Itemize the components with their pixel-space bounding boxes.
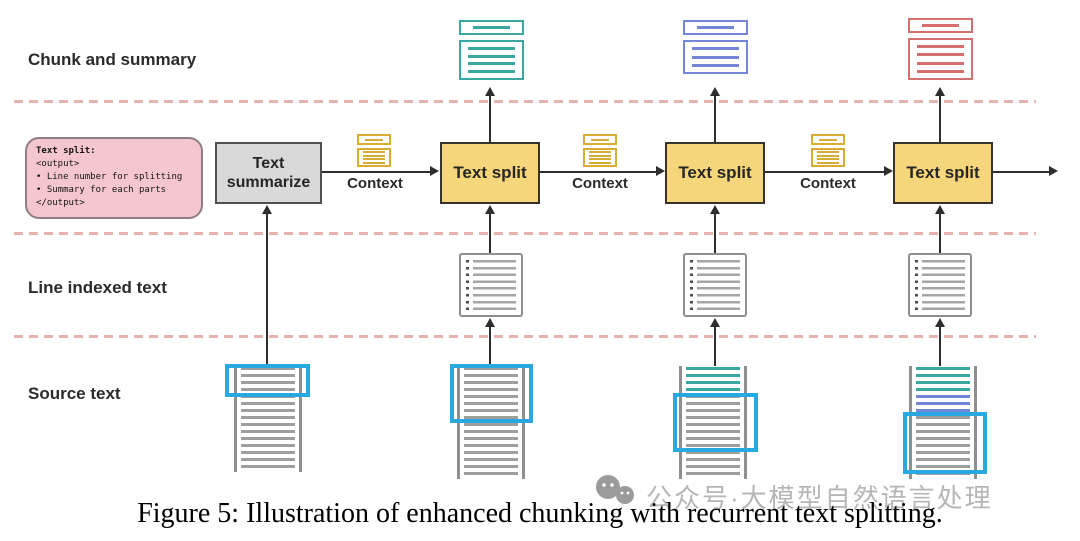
flow-arrow xyxy=(714,326,716,366)
arrowhead-up-icon xyxy=(710,205,720,214)
chunk-summary-doc-blue-icon xyxy=(683,20,748,74)
row-separator-2 xyxy=(14,232,1036,235)
chunk-summary-doc-red-icon xyxy=(908,18,973,80)
flow-arrow xyxy=(939,213,941,253)
note-line: </output> xyxy=(36,198,85,208)
context-label: Context xyxy=(347,175,403,192)
arrowhead-up-icon xyxy=(262,205,272,214)
flow-arrow xyxy=(489,213,491,253)
figure-caption: Figure 5: Illustration of enhanced chunk… xyxy=(137,498,943,529)
line-indexed-doc-2 xyxy=(683,253,747,317)
flow-arrow xyxy=(765,171,884,173)
arrowhead-up-icon xyxy=(935,87,945,96)
source-doc-4 xyxy=(909,366,977,479)
context-label: Context xyxy=(572,175,628,192)
flow-arrow xyxy=(939,326,941,366)
context-doc-icon xyxy=(811,134,845,167)
flow-arrow xyxy=(939,95,941,142)
note-title: Text split: xyxy=(36,146,96,156)
selection-highlight-4 xyxy=(903,412,987,474)
note-line: <output> xyxy=(36,159,80,169)
flow-arrow xyxy=(489,326,491,366)
watermark-text: 公众号·大模型自然语言处理 xyxy=(646,483,993,513)
arrowhead-up-icon xyxy=(485,205,495,214)
text-split-box-2: Text split xyxy=(665,142,765,204)
context-doc-icon xyxy=(583,134,617,167)
flow-arrow xyxy=(489,95,491,142)
row-label-chunk-summary: Chunk and summary xyxy=(28,50,197,69)
line-indexed-doc-1 xyxy=(459,253,523,317)
note-line: • Line number for splitting xyxy=(36,172,183,182)
flow-arrow xyxy=(540,171,656,173)
arrowhead-up-icon xyxy=(485,318,495,327)
arrowhead-right-icon xyxy=(884,166,893,176)
row-separator-3 xyxy=(14,335,1036,338)
wechat-icon xyxy=(591,473,637,518)
arrowhead-right-icon xyxy=(656,166,665,176)
note-line: • Summary for each parts xyxy=(36,185,167,195)
context-label: Context xyxy=(800,175,856,192)
source-doc-1 xyxy=(234,366,302,472)
arrowhead-right-icon xyxy=(430,166,439,176)
flow-arrow xyxy=(714,213,716,253)
flow-arrow xyxy=(266,213,268,366)
line-indexed-doc-3 xyxy=(908,253,972,317)
selection-highlight-3 xyxy=(673,393,758,452)
text-split-box-1: Text split xyxy=(440,142,540,204)
arrowhead-up-icon xyxy=(710,87,720,96)
prompt-note: Text split: <output> • Line number for s… xyxy=(25,137,203,219)
flow-arrow xyxy=(714,95,716,142)
flow-arrow xyxy=(322,171,431,173)
source-doc-3 xyxy=(679,366,747,479)
arrowhead-right-icon xyxy=(1049,166,1058,176)
chunk-summary-doc-teal-icon xyxy=(459,20,524,80)
selection-highlight-2 xyxy=(450,364,533,423)
context-doc-icon xyxy=(357,134,391,167)
arrowhead-up-icon xyxy=(935,205,945,214)
text-summarize-box: Text summarize xyxy=(215,142,322,204)
arrowhead-up-icon xyxy=(485,87,495,96)
row-label-source-text: Source text xyxy=(28,384,121,403)
text-split-box-3: Text split xyxy=(893,142,993,204)
arrowhead-up-icon xyxy=(935,318,945,327)
row-label-line-indexed: Line indexed text xyxy=(28,278,167,297)
flow-arrow xyxy=(993,171,1049,173)
selection-highlight-1 xyxy=(225,364,310,397)
row-separator-1 xyxy=(14,100,1036,103)
arrowhead-up-icon xyxy=(710,318,720,327)
